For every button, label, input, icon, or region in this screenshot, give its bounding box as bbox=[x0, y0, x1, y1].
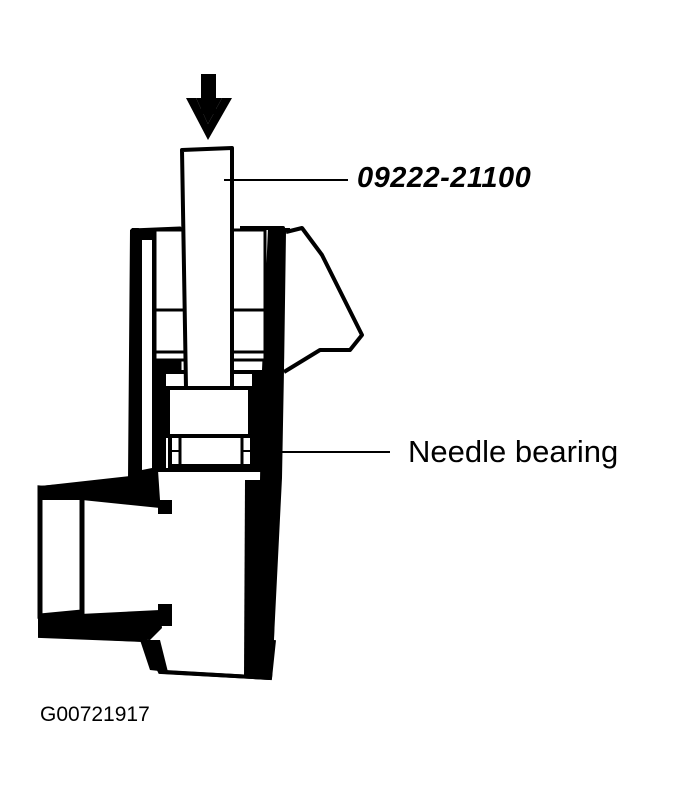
port-wall-top bbox=[40, 478, 160, 508]
down-arrow-icon bbox=[186, 74, 232, 140]
bore-lower-shadow-left bbox=[158, 372, 166, 470]
housing-flange bbox=[282, 226, 364, 374]
housing-notch-top bbox=[158, 500, 172, 514]
housing-left-port bbox=[37, 485, 85, 619]
needle-bearing-label: Needle bearing bbox=[408, 434, 619, 469]
port-wall-bottom bbox=[40, 610, 162, 640]
needle-bearing bbox=[168, 434, 254, 468]
housing-notch-bottom bbox=[158, 604, 172, 626]
housing-left-wall-inner bbox=[142, 240, 152, 470]
special-tool-shaft bbox=[180, 146, 234, 390]
tool-number-label: 09222-21100 bbox=[357, 162, 532, 194]
lower-left-shadow bbox=[140, 640, 168, 672]
figure-id-label: G00721917 bbox=[40, 703, 150, 726]
special-tool-head bbox=[166, 386, 252, 438]
bore-lower-shadow-right bbox=[252, 372, 262, 470]
lower-right-shadow bbox=[244, 480, 262, 676]
